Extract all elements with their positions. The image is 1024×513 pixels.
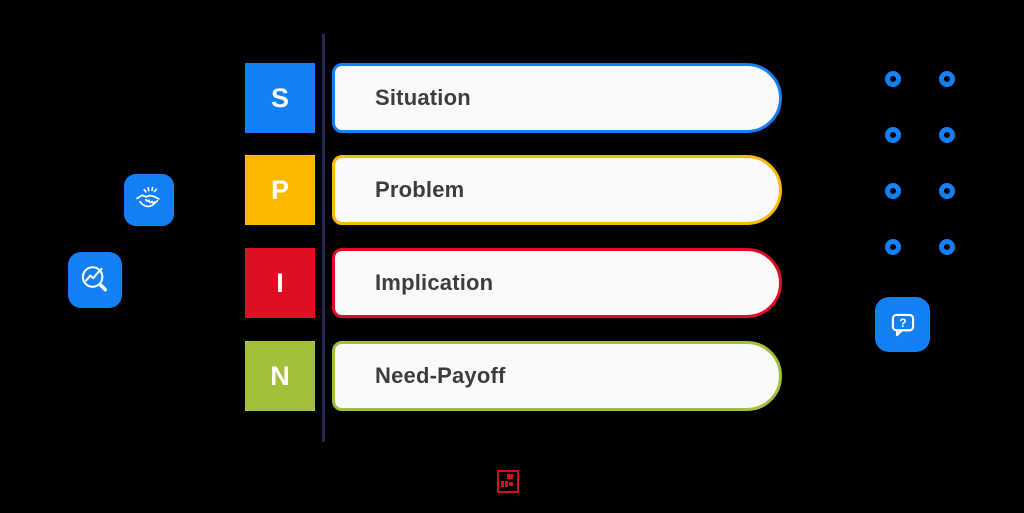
divider-line bbox=[322, 34, 325, 442]
stage-bar-need-payoff: Need-Payoff bbox=[332, 341, 782, 411]
stage-bar-problem: Problem bbox=[332, 155, 782, 225]
stage-label: Implication bbox=[375, 270, 494, 295]
letter: P bbox=[270, 174, 289, 205]
dot-ring bbox=[939, 239, 955, 255]
dot-grid bbox=[885, 71, 955, 255]
letter-badge-i: I bbox=[245, 248, 315, 318]
letter-badge-n: N bbox=[245, 341, 315, 411]
letter-badge-p: P bbox=[245, 155, 315, 225]
stage-label: Problem bbox=[375, 177, 465, 202]
stage-bar-situation: Situation bbox=[332, 63, 782, 133]
letter: N bbox=[270, 360, 290, 391]
search-trend-icon bbox=[68, 252, 122, 308]
dot-ring bbox=[885, 71, 901, 87]
stage-label: Situation bbox=[375, 85, 471, 110]
dot-ring bbox=[885, 127, 901, 143]
dot-ring bbox=[939, 183, 955, 199]
stage-label: Need-Payoff bbox=[375, 363, 506, 388]
letter: I bbox=[276, 267, 284, 298]
dot-ring bbox=[939, 127, 955, 143]
svg-text:?: ? bbox=[899, 315, 906, 329]
red-square-logo bbox=[497, 470, 519, 493]
question-bubble-icon: ? bbox=[875, 297, 930, 352]
dot-ring bbox=[939, 71, 955, 87]
dot-ring bbox=[885, 239, 901, 255]
letter-badge-s: S bbox=[245, 63, 315, 133]
handshake-sparkle-icon bbox=[124, 174, 174, 226]
stage-bar-implication: Implication bbox=[332, 248, 782, 318]
dot-ring bbox=[885, 183, 901, 199]
letter: S bbox=[270, 82, 289, 113]
